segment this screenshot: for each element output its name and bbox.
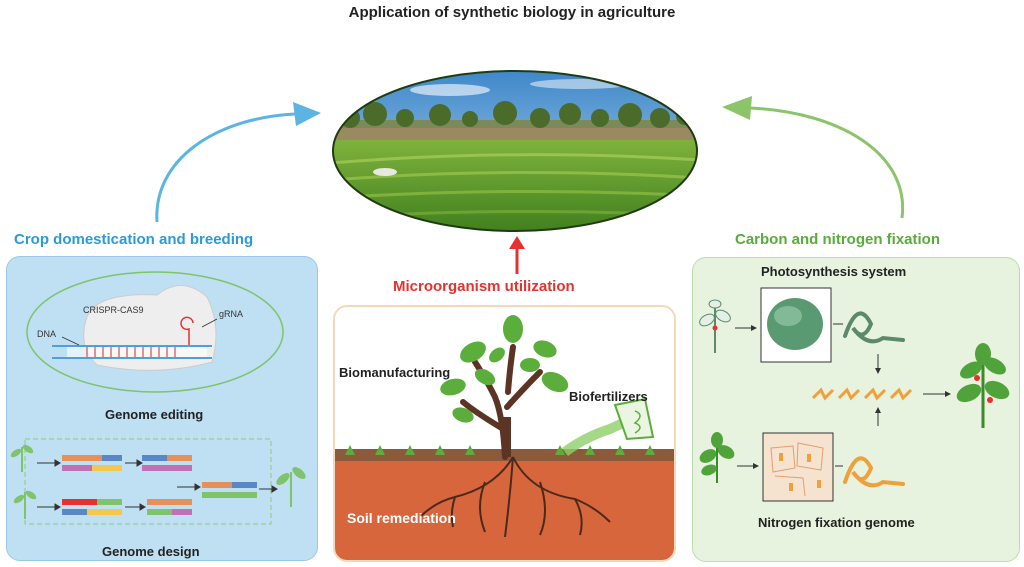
red-up-arrow: [509, 236, 525, 274]
crop-domestication-heading: Crop domestication and breeding: [14, 231, 254, 248]
microorganism-utilization-heading: Microorganism utilization: [393, 278, 575, 295]
genome-editing-label: Genome editing: [105, 407, 204, 422]
carbon-nitrogen-panel: Photosynthesis system Nitrogen fixation …: [692, 257, 1020, 562]
genome-design-label: Genome design: [102, 544, 200, 559]
diagram-title: Application of synthetic biology in agri…: [348, 4, 676, 21]
crispr-cas9-label: CRISPR-CAS9: [83, 305, 144, 315]
soil-remediation-label: Soil remediation: [347, 510, 456, 526]
microorganism-panel: Biomanufacturing Biofertilizers Soil rem…: [333, 305, 676, 562]
crop-breeding-panel: CRISPR-CAS9 gRNA DNA Genome editing Geno…: [6, 256, 318, 561]
green-curved-arrow: [722, 96, 905, 219]
biofertilizers-label: Biofertilizers: [569, 389, 648, 404]
genome-editing-graphic: [10, 271, 306, 525]
farmland-landscape-image: [332, 70, 698, 232]
tree-soil-graphic: [335, 315, 674, 560]
biomanufacturing-label: Biomanufacturing: [339, 365, 451, 380]
fixation-graphic: [699, 287, 1010, 502]
photosynthesis-system-label: Photosynthesis system: [761, 264, 907, 279]
blue-curved-arrow: [155, 102, 321, 223]
nitrogen-fixation-genome-label: Nitrogen fixation genome: [758, 515, 915, 530]
grna-label: gRNA: [219, 309, 244, 319]
carbon-nitrogen-heading: Carbon and nitrogen fixation: [735, 231, 940, 248]
dna-label: DNA: [37, 329, 57, 339]
